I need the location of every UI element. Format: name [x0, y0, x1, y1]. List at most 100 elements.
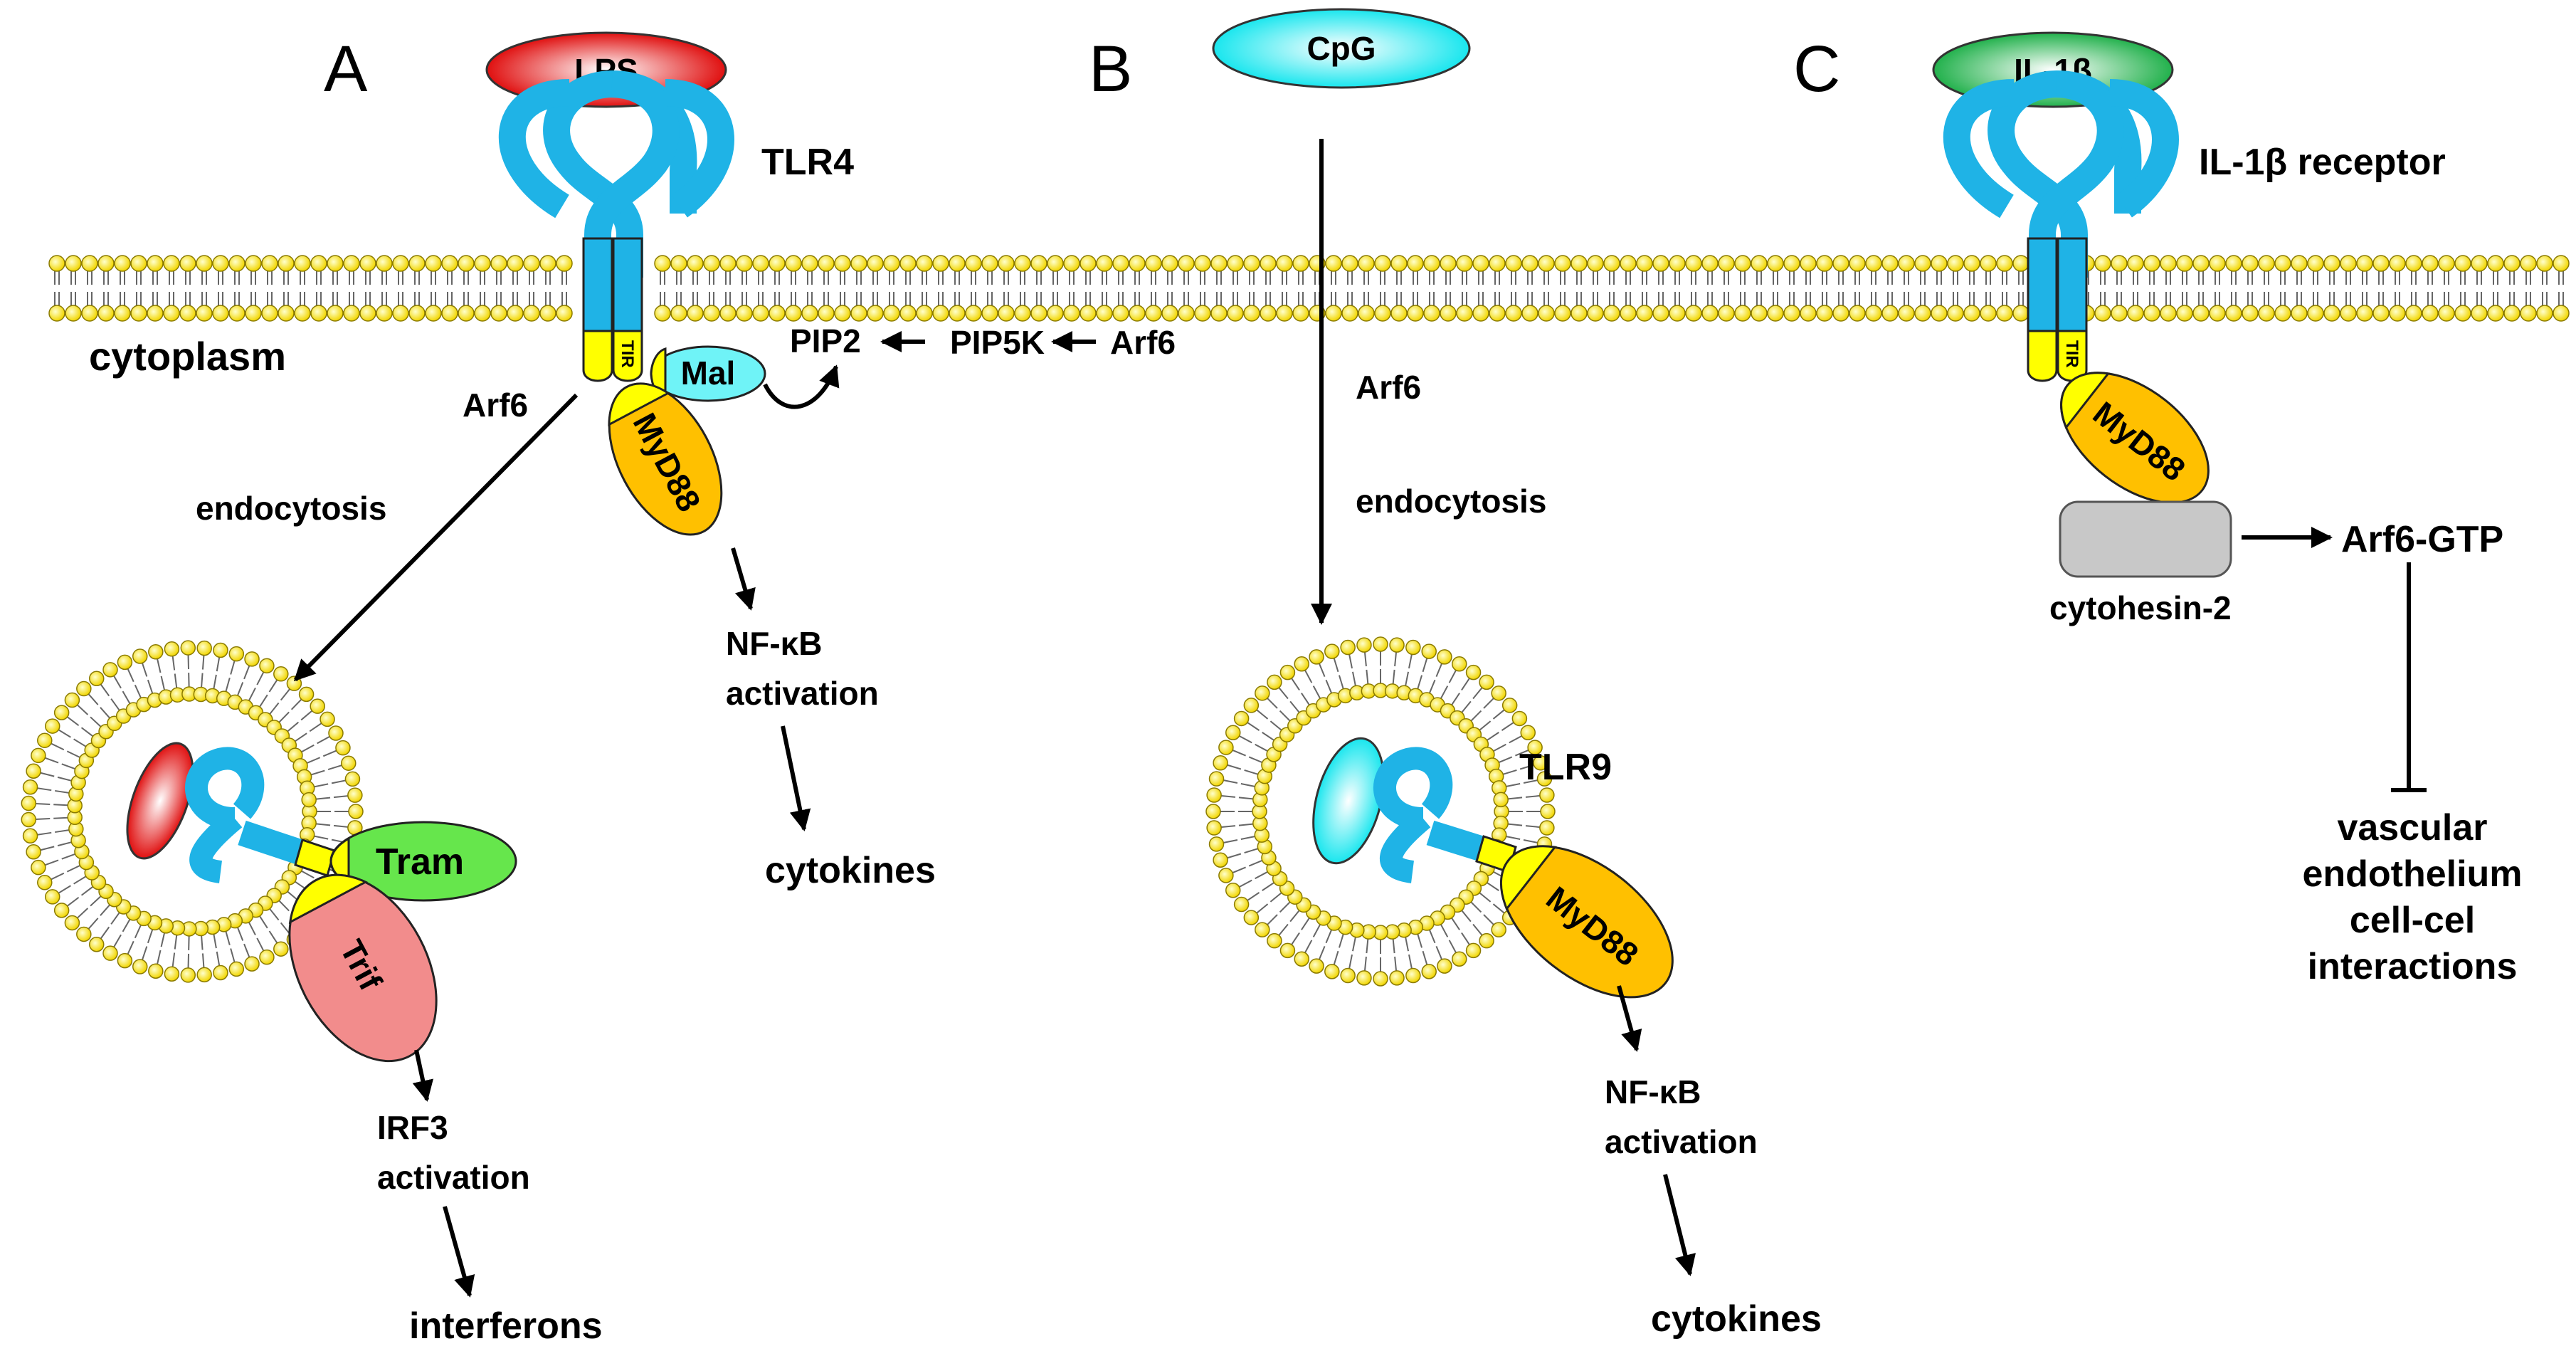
- arrow-myd88-to-nfkb-a: [731, 547, 756, 611]
- lipid: [1255, 685, 1303, 734]
- lipid: [1898, 255, 1915, 322]
- arrow-trif-to-irf3: [412, 1049, 434, 1102]
- lipid: [1493, 815, 1555, 836]
- lipid: [1767, 255, 1784, 322]
- cytoplasm-label: cytoplasm: [89, 334, 286, 379]
- endocytosis-label-a: endocytosis: [196, 490, 386, 527]
- lipid: [1963, 255, 1980, 322]
- lipid: [1276, 255, 1293, 322]
- panel-label-b: B: [1089, 33, 1132, 105]
- lipid: [2209, 255, 2226, 322]
- lipid: [1865, 255, 1882, 322]
- lipid: [2536, 255, 2553, 322]
- lipid: [654, 255, 671, 322]
- lipid: [1489, 255, 1506, 322]
- lipid: [1145, 255, 1162, 322]
- tlr4-label: TLR4: [761, 142, 854, 183]
- lipid: [2487, 255, 2504, 322]
- lipid: [1473, 710, 1528, 752]
- lipid: [302, 804, 364, 819]
- lipid: [1816, 255, 1833, 322]
- lipid: [916, 255, 933, 322]
- lipid: [818, 255, 835, 322]
- lipid: [1340, 922, 1365, 984]
- lipid: [2127, 255, 2144, 322]
- lipid: [310, 255, 327, 322]
- lipid: [216, 917, 245, 977]
- lipid: [981, 255, 998, 322]
- lipid: [44, 865, 100, 905]
- arf6-gtp-label: Arf6-GTP: [2341, 519, 2503, 560]
- lipid: [850, 255, 867, 322]
- lipid: [1194, 255, 1211, 322]
- tram-adaptor: Tram: [329, 821, 517, 902]
- outcome-label-2: endothelium: [2302, 853, 2522, 895]
- lipid: [1493, 787, 1555, 808]
- lipid: [785, 255, 802, 322]
- lipid: [523, 255, 540, 322]
- lipid: [949, 255, 966, 322]
- lipid: [258, 676, 302, 727]
- lipid: [327, 255, 344, 322]
- lipid: [1430, 656, 1467, 713]
- lipid: [274, 698, 325, 744]
- lipid: [1734, 255, 1751, 322]
- arrow-irf3-to-interferons: [443, 1206, 475, 1298]
- nfkb-label-a-2: activation: [726, 675, 879, 712]
- lipid: [163, 255, 180, 322]
- lipid: [1685, 255, 1702, 322]
- lipid: [1587, 255, 1604, 322]
- lipid: [1243, 881, 1295, 925]
- lipid: [301, 787, 363, 808]
- lipid: [227, 651, 260, 710]
- lipid: [1505, 255, 1522, 322]
- lipid: [88, 671, 132, 724]
- panel-label-c: C: [1793, 33, 1840, 105]
- lipid: [965, 255, 982, 322]
- myd88-adaptor-b: MyD88: [1499, 845, 1674, 999]
- lipid: [2274, 255, 2291, 322]
- lipid: [1208, 771, 1270, 796]
- lipid: [97, 255, 115, 322]
- arrow-nfkb-to-cytokines-b: [1663, 1174, 1696, 1276]
- cpg-ligand: [1212, 8, 1471, 89]
- lipid: [261, 255, 278, 322]
- lipid: [164, 920, 186, 982]
- lipid: [1456, 255, 1473, 322]
- lipid: [48, 255, 65, 322]
- pip5k-label: PIP5K: [950, 324, 1045, 361]
- lipid: [408, 255, 426, 322]
- cytohesin-2-label: cytohesin-2: [2049, 589, 2232, 626]
- lipid: [425, 255, 442, 322]
- lipid: [1178, 255, 1195, 322]
- lipid: [2372, 255, 2390, 322]
- lipid: [1701, 255, 1719, 322]
- cpg-ligand-endosome: [1312, 737, 1385, 865]
- lipid: [2307, 255, 2324, 322]
- lipid: [1208, 827, 1270, 852]
- lipid: [212, 255, 229, 322]
- lipid: [703, 255, 720, 322]
- lipid: [1373, 925, 1388, 987]
- lipid: [88, 899, 132, 952]
- cytokines-label-b: cytokines: [1651, 1298, 1822, 1340]
- irf3-label-2: activation: [377, 1159, 530, 1196]
- lipid: [392, 255, 409, 322]
- lipid: [1783, 255, 1800, 322]
- lipid: [117, 910, 152, 969]
- lipid: [2553, 255, 2570, 322]
- nfkb-label-b-2: activation: [1605, 1123, 1758, 1160]
- lipid: [102, 662, 142, 718]
- lipid: [114, 255, 131, 322]
- lipid: [248, 902, 289, 957]
- lipid: [2176, 255, 2193, 322]
- lipid: [932, 255, 949, 322]
- lipid: [2291, 255, 2308, 322]
- lipid: [1751, 255, 1768, 322]
- lipid: [2454, 255, 2471, 322]
- interferons-label: interferons: [409, 1305, 603, 1347]
- lipid: [2258, 255, 2275, 322]
- lipid: [1233, 710, 1288, 752]
- lipid: [2160, 255, 2177, 322]
- lipid: [1356, 924, 1377, 986]
